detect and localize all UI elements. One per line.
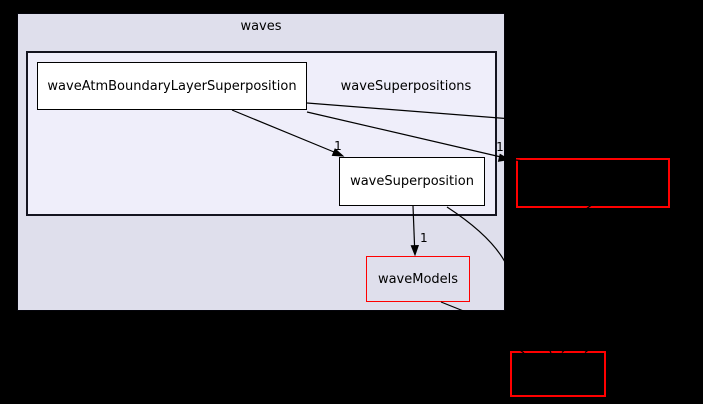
cluster-waves-label[interactable]: waves — [240, 19, 282, 34]
node-wavesuperposition[interactable]: waveSuperposition — [339, 157, 485, 206]
node-external-bottom[interactable] — [510, 351, 606, 397]
node-wavemodels[interactable]: waveModels — [366, 256, 470, 302]
node-external-right[interactable] — [516, 158, 670, 208]
node-waveatmboundarylayersuperposition[interactable]: waveAtmBoundaryLayerSuperposition — [37, 62, 307, 110]
node-waveatmboundarylayersuperposition-label: waveAtmBoundaryLayerSuperposition — [47, 78, 297, 94]
cluster-wavesuperpositions-label: waveSuperpositions — [340, 79, 472, 94]
node-wavemodels-label: waveModels — [377, 271, 459, 287]
node-wavesuperposition-label: waveSuperposition — [350, 174, 474, 189]
